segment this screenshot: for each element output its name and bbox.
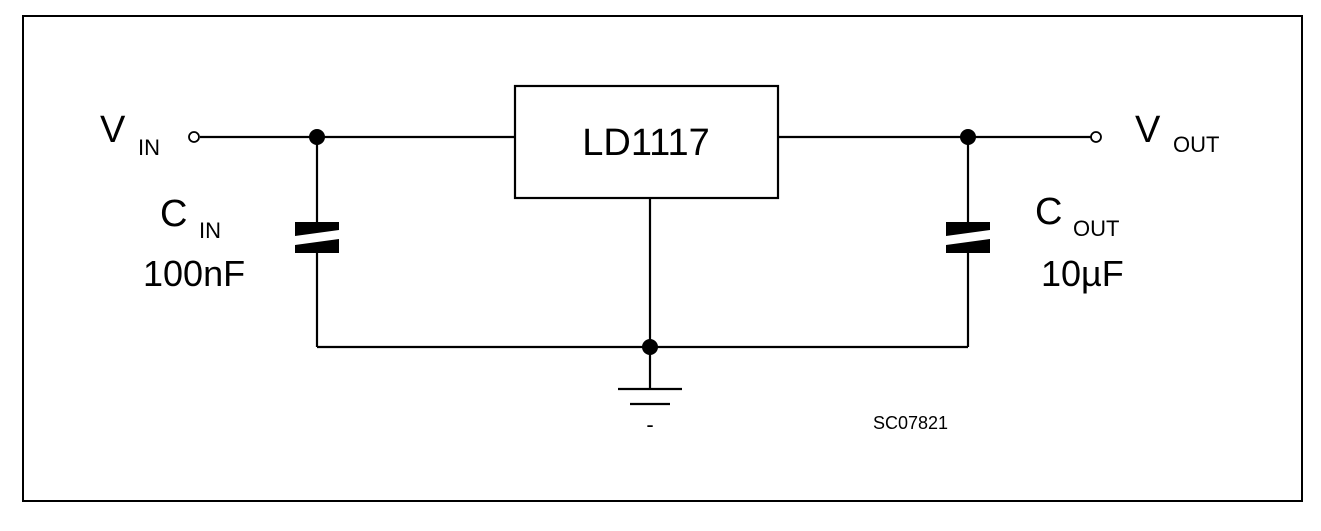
vout-subscript: OUT [1173, 132, 1219, 157]
ground-label: - [646, 412, 653, 437]
cout-symbol: C [1035, 191, 1062, 233]
cin-value: 100nF [143, 253, 245, 294]
cin-symbol: C [160, 193, 187, 235]
output-terminal [1090, 131, 1102, 143]
reference-code: SC07821 [873, 413, 948, 433]
cout-plate-bottom [946, 239, 990, 253]
input-terminal [188, 131, 200, 143]
cin-plate-top [295, 222, 339, 236]
cout-value: 10µF [1041, 253, 1124, 294]
vout-symbol: V [1135, 109, 1161, 151]
vin-subscript: IN [138, 135, 160, 160]
cout-junction-dot [960, 129, 976, 145]
regulator-box [513, 84, 780, 200]
vin-symbol: V [100, 109, 126, 151]
cout-subscript: OUT [1073, 216, 1119, 241]
cout-plate-top [946, 222, 990, 236]
regulator-label: LD1117 [582, 122, 709, 164]
cin-plate-bottom [295, 239, 339, 253]
cin-subscript: IN [199, 218, 221, 243]
diagram-frame [22, 15, 1303, 502]
ground-junction-dot [642, 339, 658, 355]
cin-junction-dot [309, 129, 325, 145]
